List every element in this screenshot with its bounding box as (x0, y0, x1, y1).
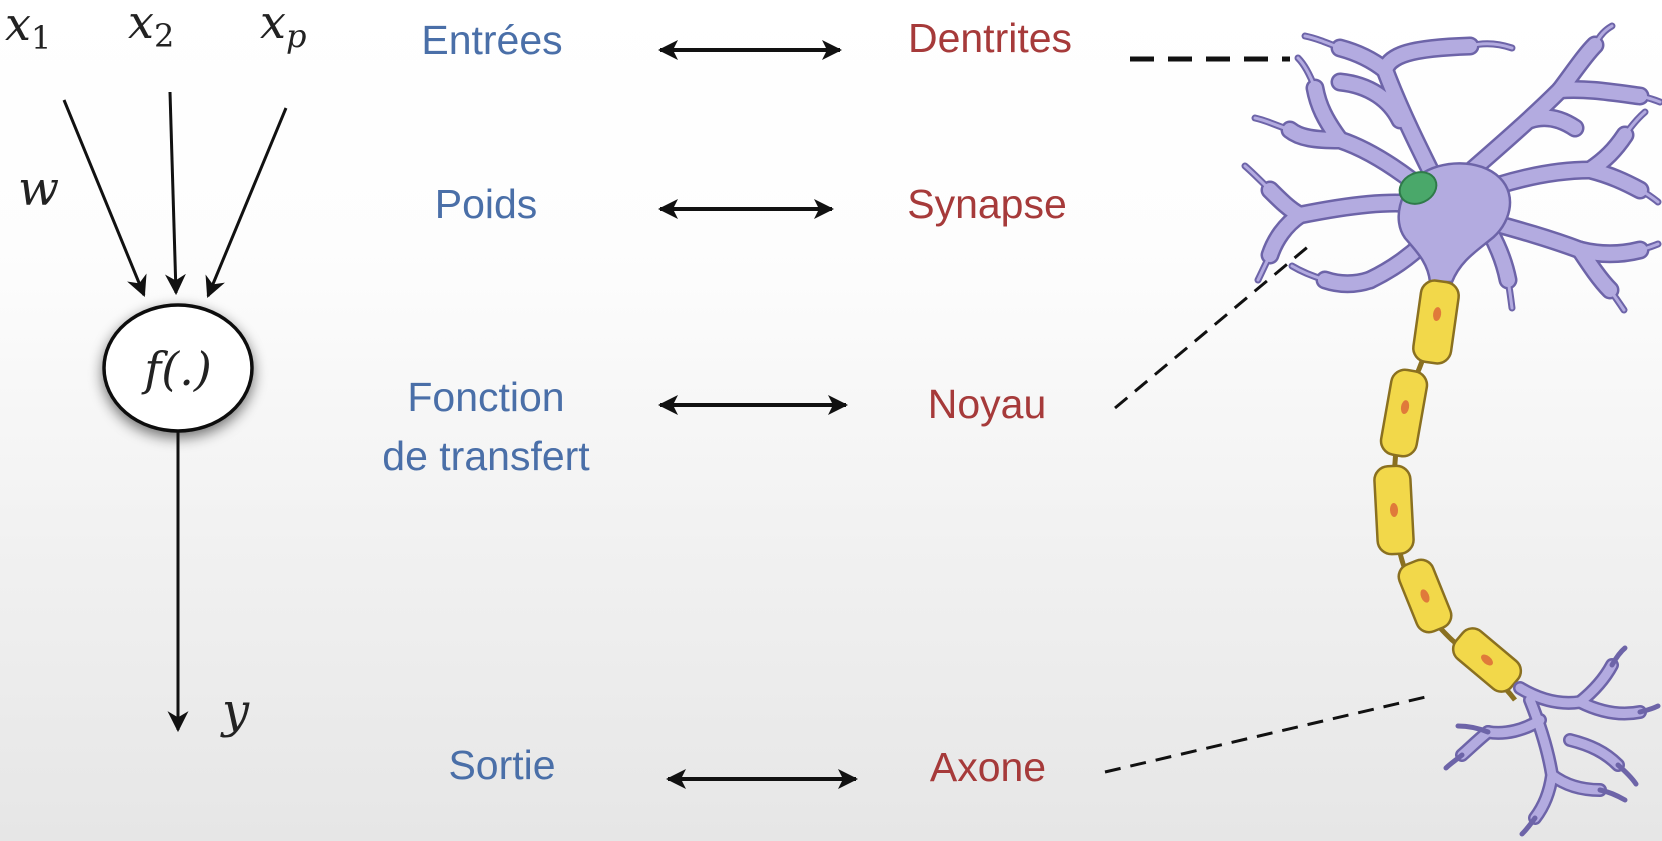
transfer-function-label: f(.) (141, 342, 212, 396)
correspondence-table: Entrées Dentrites Poids Synapse Fonction… (382, 15, 1072, 790)
label-synapse: Synapse (907, 181, 1067, 227)
input-x2-symbol: x (128, 0, 154, 49)
label-sortie: Sortie (448, 742, 555, 788)
output-y-label: y (220, 683, 250, 739)
input-arrow-x1 (62, 99, 147, 297)
myelin-sheath (1373, 279, 1523, 693)
weight-w-label: w (18, 161, 59, 217)
input-x2-subscript: 2 (154, 17, 174, 55)
label-de-transfert: de transfert (382, 433, 590, 479)
label-axone: Axone (930, 744, 1046, 790)
label-dentrites: Dentrites (908, 15, 1072, 61)
artificial-neuron-model: x1 x2 xp w f(.) y (5, 0, 306, 739)
input-xp-symbol: x (260, 0, 286, 49)
input-x1-symbol: x (5, 0, 31, 51)
soma-nucleus (1398, 171, 1438, 205)
myelin-segment (1379, 368, 1429, 458)
input-x1-subscript: 1 (31, 19, 51, 57)
biological-neuron-illustration (1241, 22, 1662, 837)
leader-line-noyau (1114, 243, 1311, 410)
myelin-segment (1397, 558, 1453, 634)
input-xp-label: xp (260, 0, 306, 55)
label-noyau: Noyau (928, 381, 1047, 427)
input-x1-label: x1 (5, 0, 51, 57)
input-arrow-xp (205, 107, 288, 298)
axon-terminals (1443, 645, 1661, 837)
myelin-segment (1451, 627, 1523, 693)
leader-lines (1104, 56, 1431, 774)
myelin-segment (1373, 464, 1415, 556)
label-entrees: Entrées (421, 17, 562, 63)
input-xp-subscript: p (286, 17, 306, 55)
label-poids: Poids (435, 181, 538, 227)
label-fonction: Fonction (407, 374, 564, 420)
input-arrow-x2 (164, 91, 186, 296)
input-x2-label: x2 (128, 0, 174, 55)
myelin-segment (1412, 279, 1460, 365)
leader-line-axone (1104, 694, 1431, 774)
transfer-function-node (102, 303, 254, 433)
